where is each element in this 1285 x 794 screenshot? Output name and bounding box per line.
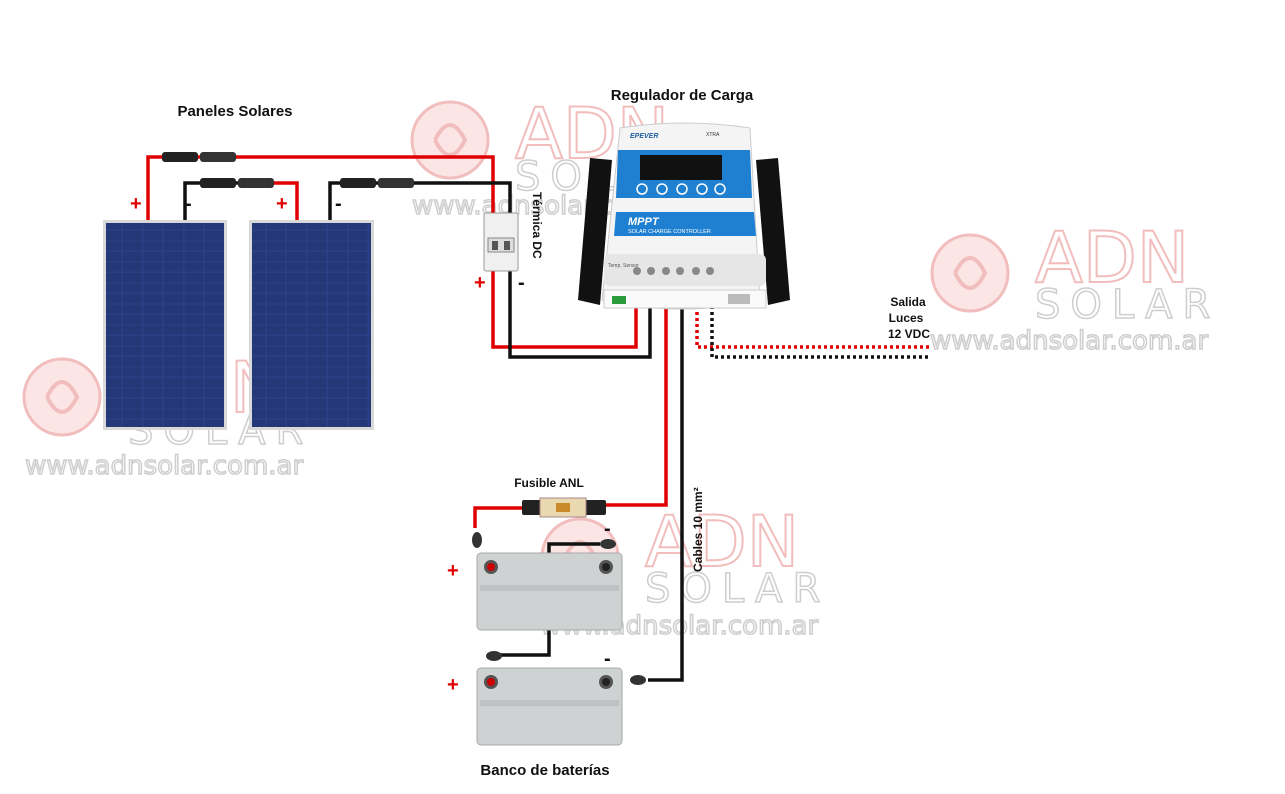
svg-text:SOLAR: SOLAR xyxy=(645,566,830,612)
svg-text:SOLAR CHARGE CONTROLLER: SOLAR CHARGE CONTROLLER xyxy=(628,229,711,235)
mc4-connectors xyxy=(162,152,414,188)
anl-fuse xyxy=(522,497,606,518)
watermark-2: ADN SOLAR www.adnsolar.com.ar xyxy=(929,216,1220,357)
svg-text:XTRA: XTRA xyxy=(706,132,720,138)
fuse-label: Fusible ANL xyxy=(514,476,584,490)
panel1-plus: + xyxy=(130,193,142,215)
breaker-minus: - xyxy=(518,272,525,294)
battery-bank-label: Banco de baterías xyxy=(480,762,609,779)
panel1-minus: - xyxy=(185,193,192,215)
battery-2 xyxy=(476,651,646,746)
wires xyxy=(146,155,930,682)
cables-label: Cables 10 mm² xyxy=(691,487,705,572)
svg-text:ADN: ADN xyxy=(1035,217,1189,299)
svg-text:ADN: ADN xyxy=(645,501,799,583)
svg-text:MPPT: MPPT xyxy=(628,216,660,228)
watermark-4: ADN SOLAR www.adnsolar.com.ar xyxy=(539,500,830,642)
controller-label: Regulador de Carga xyxy=(611,87,754,104)
panels-label: Paneles Solares xyxy=(177,103,292,120)
breaker-label: Térmica DC xyxy=(530,192,544,259)
panel2-minus: - xyxy=(335,193,342,215)
solar-panel-1 xyxy=(103,220,227,430)
battery1-minus: - xyxy=(604,518,611,540)
charge-controller: MPPT SOLAR CHARGE CONTROLLER EPEVER XTRA… xyxy=(578,122,790,310)
svg-text:www.adnsolar.com.ar: www.adnsolar.com.ar xyxy=(930,326,1208,356)
dc-breaker xyxy=(483,212,519,272)
svg-text:SOLAR: SOLAR xyxy=(1035,282,1220,328)
svg-text:www.adnsolar.com.ar: www.adnsolar.com.ar xyxy=(25,451,303,481)
solar-panel-2 xyxy=(249,220,374,430)
battery-1 xyxy=(472,532,623,631)
panel2-plus: + xyxy=(276,193,288,215)
output-label-1: Salida xyxy=(890,295,926,309)
svg-text:EPEVER: EPEVER xyxy=(630,133,658,140)
svg-text:Temp. Sensor: Temp. Sensor xyxy=(608,263,639,269)
output-label-2: Luces xyxy=(889,311,924,325)
breaker-plus: + xyxy=(474,272,486,294)
output-label-3: 12 VDC xyxy=(888,327,930,341)
battery2-minus: - xyxy=(604,648,611,670)
battery2-plus: + xyxy=(447,674,459,696)
battery1-plus: + xyxy=(447,560,459,582)
